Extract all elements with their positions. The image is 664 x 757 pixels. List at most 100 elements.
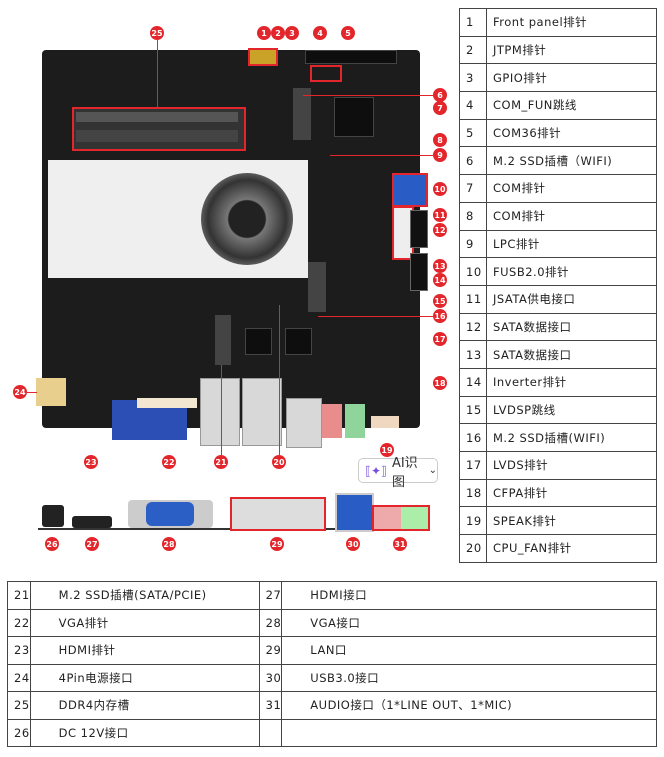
lan-port bbox=[242, 378, 282, 446]
component-number: 29 bbox=[258, 636, 283, 665]
marker-10: 10 bbox=[433, 182, 447, 196]
marker-31: 31 bbox=[393, 537, 407, 551]
ram-slot-top bbox=[76, 112, 238, 122]
lan-ports bbox=[230, 497, 326, 531]
component-name: CFPA排针 bbox=[486, 478, 657, 508]
component-number: 9 bbox=[459, 229, 487, 259]
leader-line bbox=[330, 155, 433, 156]
component-number: 3 bbox=[459, 63, 487, 93]
vga-port bbox=[146, 502, 194, 526]
front-panel-header bbox=[248, 48, 278, 66]
marker-13: 13 bbox=[433, 259, 447, 273]
com36-header bbox=[305, 50, 397, 64]
usb3-ports bbox=[335, 493, 374, 532]
component-name bbox=[281, 718, 657, 747]
component-name: Front panel排针 bbox=[486, 8, 657, 37]
component-number: 19 bbox=[459, 506, 487, 536]
component-name: COM排针 bbox=[486, 201, 657, 231]
component-name: DDR4内存槽 bbox=[29, 691, 260, 720]
marker-2: 2 bbox=[271, 26, 285, 40]
leader-line bbox=[279, 305, 280, 455]
marker-8: 8 bbox=[433, 133, 447, 147]
component-number: 16 bbox=[459, 423, 487, 452]
speak-header bbox=[371, 416, 399, 428]
leader-line bbox=[318, 316, 433, 317]
component-number: 7 bbox=[459, 174, 487, 203]
component-name: DC 12V接口 bbox=[29, 718, 260, 747]
m2-slot-sata bbox=[215, 315, 231, 365]
leader-line bbox=[303, 95, 433, 96]
component-name: LPC排针 bbox=[486, 229, 657, 259]
marker-26: 26 bbox=[45, 537, 59, 551]
component-number: 31 bbox=[258, 691, 283, 720]
ram-slot-bottom bbox=[76, 130, 238, 142]
component-name: AUDIO接口（1*LINE OUT、1*MIC) bbox=[281, 691, 657, 720]
marker-6: 6 bbox=[433, 88, 447, 102]
sata-port bbox=[410, 253, 428, 291]
marker-27: 27 bbox=[85, 537, 99, 551]
component-name: M.2 SSD插槽(SATA/PCIE) bbox=[29, 581, 260, 610]
marker-9: 9 bbox=[433, 148, 447, 162]
component-number: 28 bbox=[258, 608, 283, 637]
hdmi-port bbox=[72, 516, 112, 528]
component-number: 22 bbox=[7, 608, 31, 637]
component-number: 14 bbox=[459, 367, 487, 397]
ai-image-recognition-button[interactable]: ⟦✦⟧ AI识图 ⌄ bbox=[358, 456, 438, 490]
chip bbox=[285, 328, 312, 355]
marker-25: 25 bbox=[150, 26, 164, 40]
component-name: HDMI排针 bbox=[29, 636, 260, 665]
component-number: 1 bbox=[459, 8, 487, 37]
component-name: CPU_FAN排针 bbox=[486, 534, 657, 563]
marker-3: 3 bbox=[285, 26, 299, 40]
component-number: 5 bbox=[459, 118, 487, 148]
sparkle-scan-icon: ⟦✦⟧ bbox=[365, 463, 387, 478]
m2-slot-wifi bbox=[293, 88, 311, 140]
component-name: COM排针 bbox=[486, 174, 657, 203]
component-name: USB3.0接口 bbox=[281, 663, 657, 692]
marker-18: 18 bbox=[433, 376, 447, 390]
component-name: LVDS排针 bbox=[486, 451, 657, 480]
4pin-power bbox=[36, 378, 66, 406]
marker-19: 19 bbox=[380, 443, 394, 457]
component-number: 20 bbox=[459, 534, 487, 563]
component-number: 27 bbox=[258, 581, 283, 610]
component-name: Inverter排针 bbox=[486, 367, 657, 397]
marker-17: 17 bbox=[433, 332, 447, 346]
component-name: GPIO排针 bbox=[486, 63, 657, 93]
component-number: 26 bbox=[7, 718, 31, 747]
lan-port bbox=[200, 378, 240, 446]
component-number: 25 bbox=[7, 691, 31, 720]
marker-11: 11 bbox=[433, 208, 447, 222]
marker-24: 24 bbox=[13, 385, 27, 399]
marker-4: 4 bbox=[313, 26, 327, 40]
component-number: 8 bbox=[459, 201, 487, 231]
ai-button-label: AI识图 bbox=[391, 455, 418, 490]
component-number: 24 bbox=[7, 663, 31, 692]
component-name: COM36排针 bbox=[486, 118, 657, 148]
marker-12: 12 bbox=[433, 223, 447, 237]
component-number: 18 bbox=[459, 478, 487, 508]
component-name: M.2 SSD插槽（WIFI) bbox=[486, 146, 657, 176]
sata-port bbox=[410, 210, 428, 248]
component-name: VGA排针 bbox=[29, 608, 260, 637]
component-name: 4Pin电源接口 bbox=[29, 663, 260, 692]
chevron-down-icon: ⌄ bbox=[428, 465, 437, 476]
component-name: LAN口 bbox=[281, 636, 657, 665]
marker-15: 15 bbox=[433, 294, 447, 308]
